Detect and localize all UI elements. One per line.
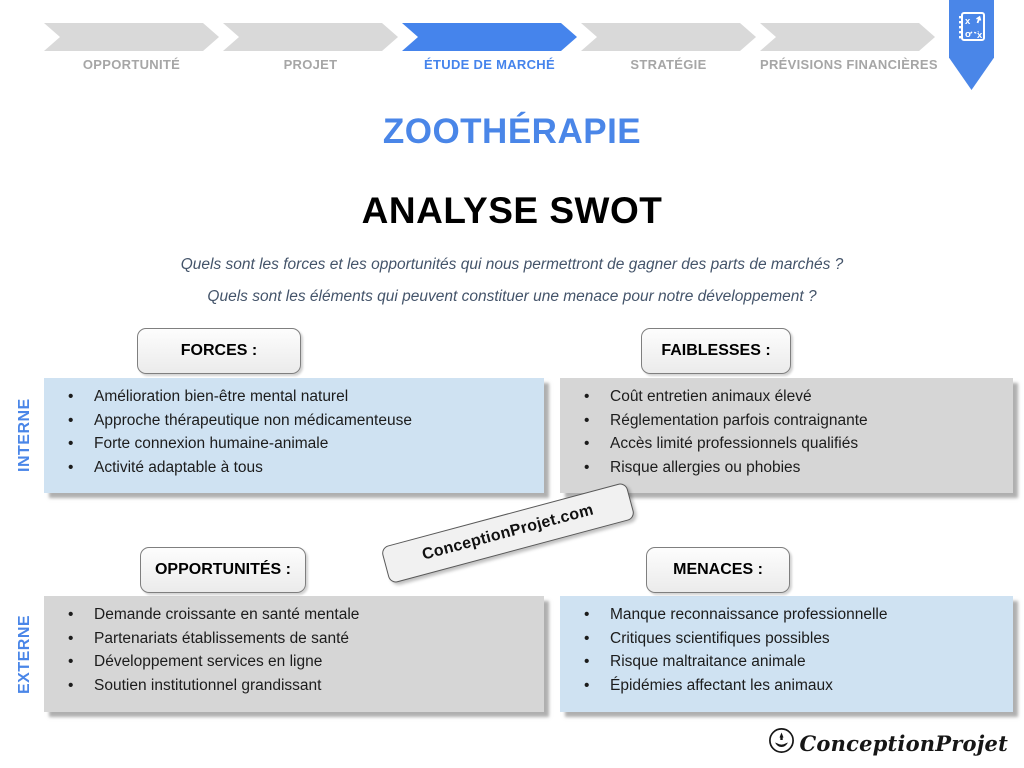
list-item: Soutien institutionnel grandissant bbox=[44, 674, 544, 698]
list-item: Approche thérapeutique non médicamenteus… bbox=[44, 409, 544, 433]
list-item: Critiques scientifiques possibles bbox=[560, 627, 1013, 651]
row-label-externe: EXTERNE bbox=[16, 614, 33, 694]
nav-step-strategie-arrow[interactable] bbox=[581, 23, 756, 51]
list-item: Réglementation parfois contraignante bbox=[560, 409, 1013, 433]
nav-step-projet-arrow[interactable] bbox=[223, 23, 398, 51]
nav-step-opportunite-label[interactable]: OPPORTUNITÉ bbox=[82, 57, 181, 72]
hand-holding-rocket-icon bbox=[768, 727, 795, 759]
list-item: Partenariats établissements de santé bbox=[44, 627, 544, 651]
opportunites-list: Demande croissante en santé mentale Part… bbox=[44, 596, 544, 697]
forces-list: Amélioration bien-être mental naturel Ap… bbox=[44, 378, 544, 479]
list-item: Risque allergies ou phobies bbox=[560, 456, 1013, 480]
process-nav bbox=[44, 23, 935, 51]
nav-step-opportunite-arrow[interactable] bbox=[44, 23, 219, 51]
list-item: Risque maltraitance animale bbox=[560, 650, 1013, 674]
process-nav-labels: OPPORTUNITÉ PROJET ÉTUDE DE MARCHÉ STRAT… bbox=[44, 57, 938, 72]
bookmark-ribbon: x o x bbox=[949, 0, 994, 90]
list-item: Forte connexion humaine-animale bbox=[44, 432, 544, 456]
forces-panel: Amélioration bien-être mental naturel Ap… bbox=[44, 378, 544, 493]
question-line-1: Quels sont les forces et les opportunité… bbox=[180, 256, 844, 273]
strategy-playbook-icon: x o x bbox=[957, 0, 987, 90]
menaces-title-chip: MENACES : bbox=[646, 547, 790, 593]
row-label-interne: INTERNE bbox=[16, 398, 33, 473]
svg-text:x: x bbox=[977, 30, 983, 41]
nav-step-strategie-label[interactable]: STRATÉGIE bbox=[630, 57, 707, 72]
faiblesses-title-chip: FAIBLESSES : bbox=[641, 328, 791, 374]
nav-step-previsions-financieres-label[interactable]: PRÉVISIONS FINANCIÈRES bbox=[760, 57, 938, 72]
opportunites-panel: Demande croissante en santé mentale Part… bbox=[44, 596, 544, 712]
page-title: ZOOTHÉRAPIE bbox=[382, 112, 642, 151]
watermark-ribbon: ConceptionProjet.com bbox=[380, 481, 636, 585]
faiblesses-list: Coût entretien animaux élevé Réglementat… bbox=[560, 378, 1013, 479]
forces-title-chip: FORCES : bbox=[137, 328, 301, 374]
nav-step-etude-de-marche-label[interactable]: ÉTUDE DE MARCHÉ bbox=[424, 57, 555, 72]
opportunites-title-chip: OPPORTUNITÉS : bbox=[140, 547, 306, 593]
nav-step-projet-label[interactable]: PROJET bbox=[283, 57, 338, 72]
list-item: Demande croissante en santé mentale bbox=[44, 603, 544, 627]
question-line-2: Quels sont les éléments qui peuvent cons… bbox=[207, 288, 817, 305]
list-item: Épidémies affectant les animaux bbox=[560, 674, 1013, 698]
list-item: Accès limité professionnels qualifiés bbox=[560, 432, 1013, 456]
svg-text:x: x bbox=[965, 16, 971, 27]
menaces-list: Manque reconnaissance professionnelle Cr… bbox=[560, 596, 1013, 697]
faiblesses-panel: Coût entretien animaux élevé Réglementat… bbox=[560, 378, 1013, 493]
menaces-panel: Manque reconnaissance professionnelle Cr… bbox=[560, 596, 1013, 712]
nav-step-previsions-financieres-arrow[interactable] bbox=[760, 23, 935, 51]
list-item: Amélioration bien-être mental naturel bbox=[44, 385, 544, 409]
list-item: Coût entretien animaux élevé bbox=[560, 385, 1013, 409]
list-item: Activité adaptable à tous bbox=[44, 456, 544, 480]
footer-brand: ConceptionProjet bbox=[768, 727, 1009, 759]
list-item: Manque reconnaissance professionnelle bbox=[560, 603, 1013, 627]
list-item: Développement services en ligne bbox=[44, 650, 544, 674]
svg-text:o: o bbox=[965, 29, 971, 40]
footer-brand-name: ConceptionProjet bbox=[799, 730, 1008, 756]
nav-step-etude-de-marche-arrow[interactable] bbox=[402, 23, 577, 51]
page-subtitle: ANALYSE SWOT bbox=[361, 190, 663, 231]
